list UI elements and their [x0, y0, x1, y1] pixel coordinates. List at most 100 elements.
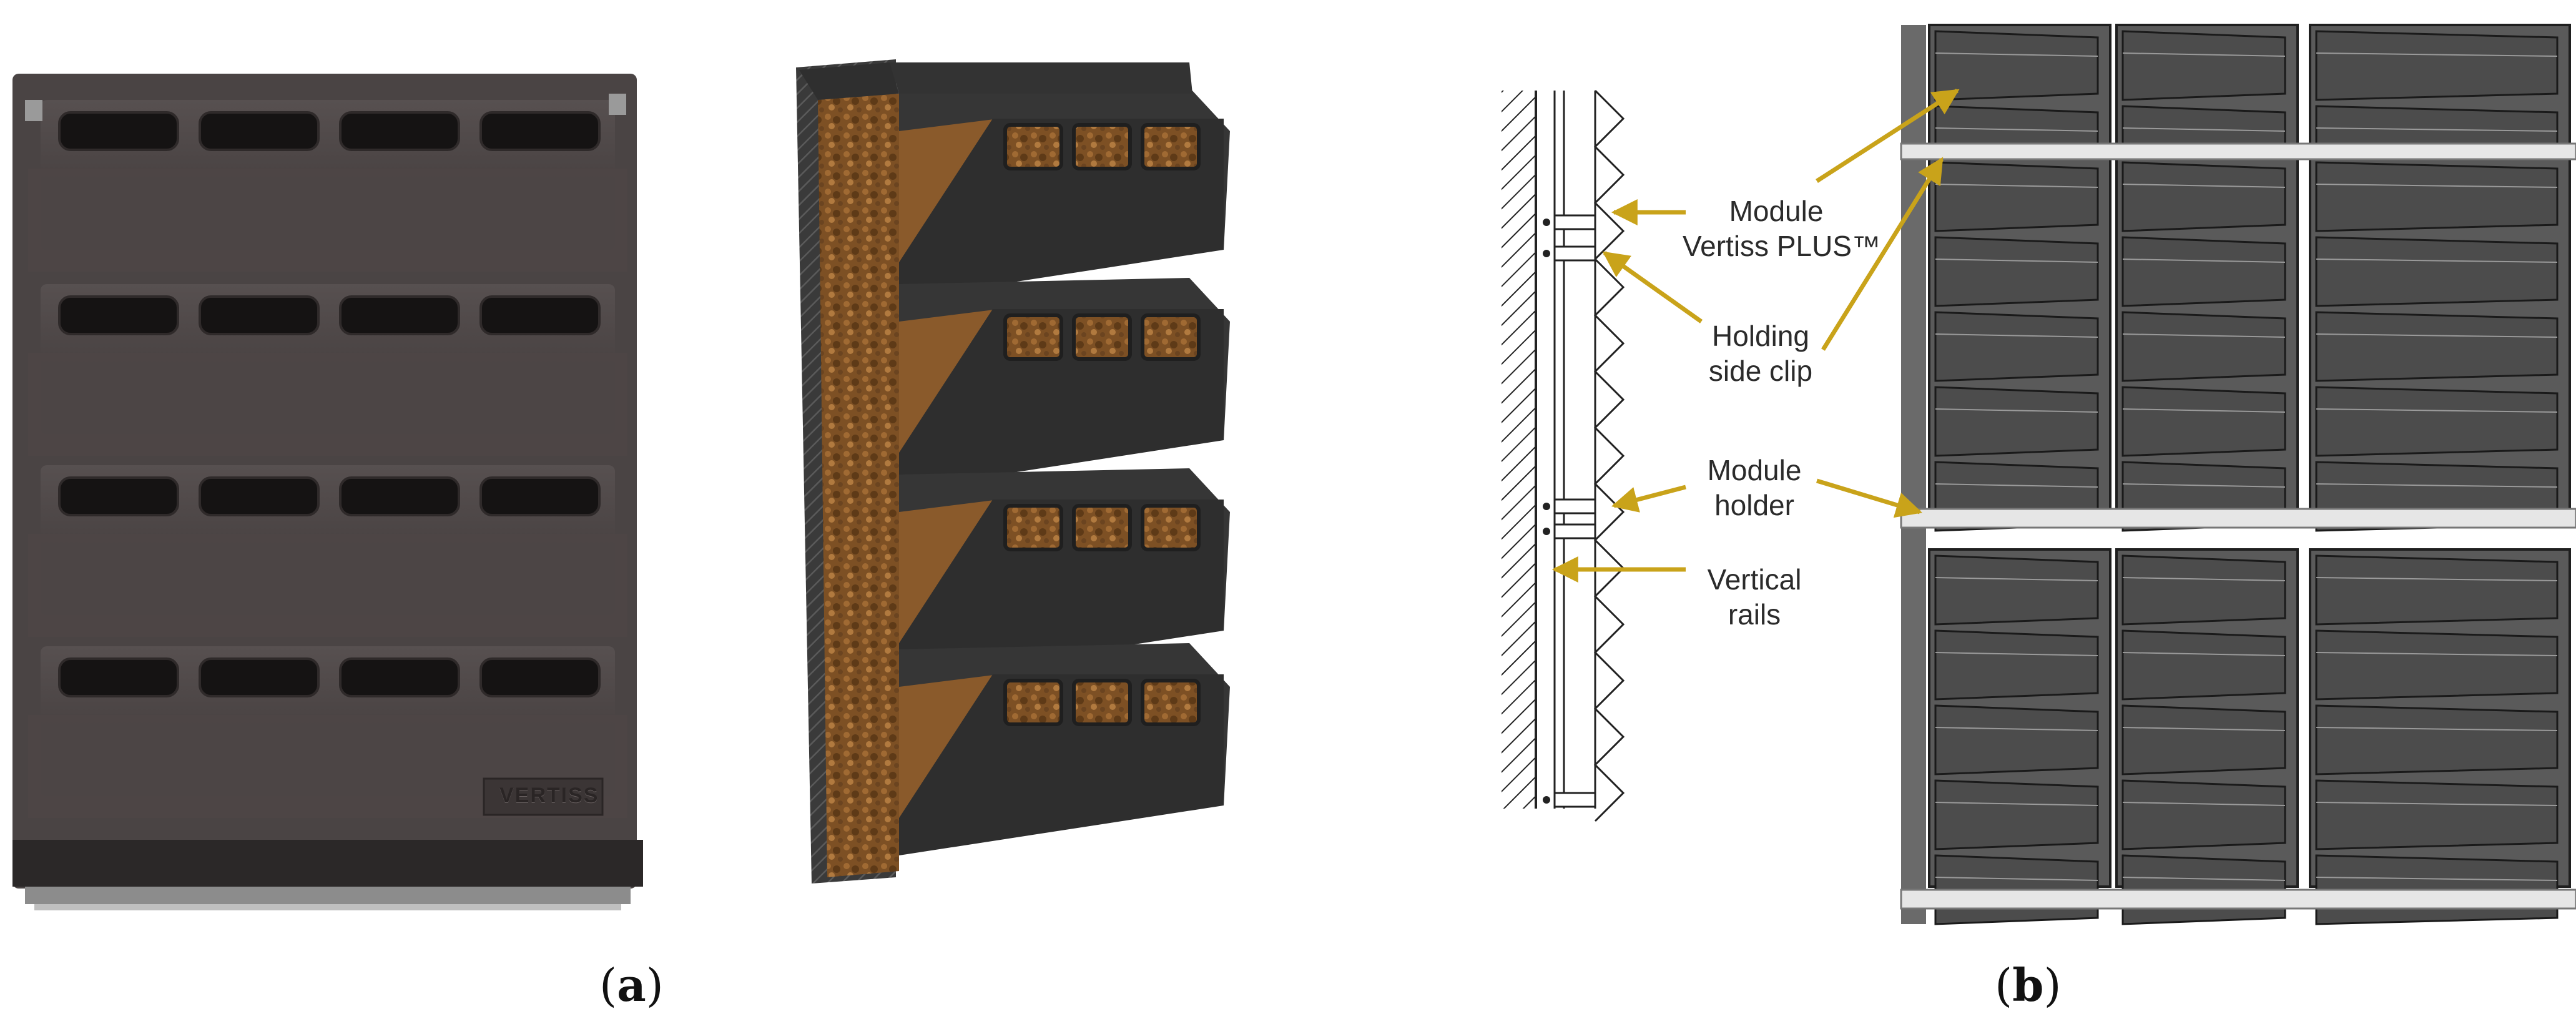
callout-holder: Module holder	[1689, 453, 1820, 523]
pocket-1-3	[479, 295, 601, 335]
section-bolt-2	[1543, 503, 1550, 510]
callout-module: Module Vertiss PLUS™	[1683, 194, 1880, 263]
wall-shelf-1-2	[2315, 161, 2559, 232]
embossed-brand: VERTISS	[499, 784, 599, 807]
pocket-3-0	[58, 657, 179, 697]
cut-pocket-3-1	[1072, 679, 1132, 726]
callout-rails-line2: rails	[1728, 598, 1781, 631]
pocket-3-2	[339, 657, 460, 697]
wall-shelf-edge-2-1	[2122, 727, 2286, 731]
wall-shelf-2-0	[1934, 704, 2099, 776]
pocket-1-2	[339, 295, 460, 335]
wall-shelf-edge-2-2	[2316, 577, 2558, 581]
wall-shelf-0-0	[1934, 30, 2099, 101]
arrow-holder-right	[1816, 478, 1923, 518]
wall-shelf-edge-1-1	[2122, 333, 2286, 338]
callout-clip-line1: Holding	[1712, 320, 1809, 352]
wall-shelf-1-1	[2121, 161, 2286, 232]
wall-shelf-edge-0-2	[2316, 52, 2558, 57]
pocket-0-1	[199, 111, 320, 151]
holder-rail-1	[1900, 508, 2576, 529]
wall-shelf-2-0	[1934, 554, 2099, 626]
wall-shelf-edge-2-2	[2316, 802, 2558, 806]
wall-shelf-2-1	[2121, 704, 2286, 776]
tier-front-2	[28, 534, 627, 637]
pocket-0-0	[58, 111, 179, 151]
cut-pocket-3-0	[1003, 679, 1063, 726]
pocket-2-1	[199, 476, 320, 516]
pocket-3-1	[199, 657, 320, 697]
wall-shelf-1-1	[2121, 236, 2286, 307]
wall-shelf-1-0	[1934, 311, 2099, 382]
pocket-0-2	[339, 111, 460, 151]
panel-label-a: (a)	[599, 958, 664, 1012]
wall-shelf-1-1	[2121, 311, 2286, 382]
panel-label-b: (b)	[1995, 958, 2062, 1012]
section-drawing	[1502, 89, 1625, 822]
wall-shelf-edge-1-0	[1935, 184, 2098, 188]
callout-rails-line1: Vertical	[1707, 563, 1802, 596]
section-clip-2	[1553, 498, 1596, 515]
tier-front-0	[28, 169, 627, 272]
pocket-2-0	[58, 476, 179, 516]
wall-shelf-edge-1-1	[2122, 184, 2286, 188]
wall-shelf-2-2	[2315, 779, 2559, 850]
wall-shelf-0-2	[2315, 30, 2559, 101]
arrow-clip-left	[1602, 251, 1703, 323]
callout-holder-line1: Module	[1707, 454, 1802, 486]
wall-shelf-edge-1-1	[2122, 258, 2286, 263]
wall-shelf-1-0	[1934, 161, 2099, 232]
wall-shelf-2-0	[1934, 629, 2099, 701]
cut-pocket-2-2	[1141, 504, 1201, 551]
wall-shelf-edge-1-2	[2316, 184, 2558, 188]
wall-shelf-1-2	[2315, 236, 2559, 307]
pocket-3-3	[479, 657, 601, 697]
cut-pocket-0-1	[1072, 123, 1132, 170]
holder-rail-0	[1900, 142, 2576, 160]
wall-shelf-edge-2-1	[2122, 652, 2286, 656]
wall-shelf-edge-1-2	[2316, 258, 2558, 263]
callout-holder-line2: holder	[1714, 489, 1794, 521]
wall-shelf-edge-1-1	[2122, 483, 2286, 488]
cutaway-tiers	[899, 87, 1230, 855]
callout-clip: Holding side clip	[1689, 318, 1832, 388]
wall-shelf-edge-2-0	[1935, 802, 2098, 806]
cut-pocket-1-0	[1003, 313, 1063, 361]
wall-shelf-edge-1-1	[2122, 408, 2286, 413]
section-clip-0	[1553, 214, 1596, 230]
wall-shelf-edge-2-0	[1935, 652, 2098, 656]
pocket-0-3	[479, 111, 601, 151]
wall-shelf-1-0	[1934, 386, 2099, 457]
cut-pocket-1-2	[1141, 313, 1201, 361]
wall-shelf-edge-2-1	[2122, 577, 2286, 581]
tier-front-1	[28, 353, 627, 456]
section-clip-4	[1553, 792, 1596, 808]
wall-shelf-edge-1-2	[2316, 483, 2558, 488]
module-grid	[1928, 24, 2571, 925]
section-bolt-0	[1543, 219, 1550, 226]
arrow-holder-left	[1611, 485, 1686, 513]
wall-shelf-edge-2-0	[1935, 727, 2098, 731]
wall-shelf-edge-2-0	[1935, 877, 2098, 881]
wall-shelf-1-1	[2121, 386, 2286, 457]
module-holder-rails	[1900, 142, 2576, 910]
wall-shelf-edge-1-2	[2316, 333, 2558, 338]
module-tiers	[28, 100, 627, 818]
wall-shelf-2-2	[2315, 704, 2559, 776]
section-bolt-1	[1543, 250, 1550, 257]
wall-shelf-edge-0-1	[2122, 52, 2286, 57]
wall-shelf-2-1	[2121, 779, 2286, 850]
pocket-2-3	[479, 476, 601, 516]
arrow-clip-right	[1821, 157, 1944, 351]
arrow-module-right	[1816, 89, 1960, 183]
section-clip-3	[1553, 523, 1596, 539]
wall-shelf-edge-0-1	[2122, 127, 2286, 132]
wall-shelf-edge-2-2	[2316, 727, 2558, 731]
wall-shelf-0-1	[2121, 30, 2286, 101]
cut-pocket-0-0	[1003, 123, 1063, 170]
module-cutaway-render	[796, 59, 1230, 884]
wall-shelf-2-0	[1934, 779, 2099, 850]
cut-pocket-1-1	[1072, 313, 1132, 361]
callout-rails: Vertical rails	[1689, 562, 1820, 632]
